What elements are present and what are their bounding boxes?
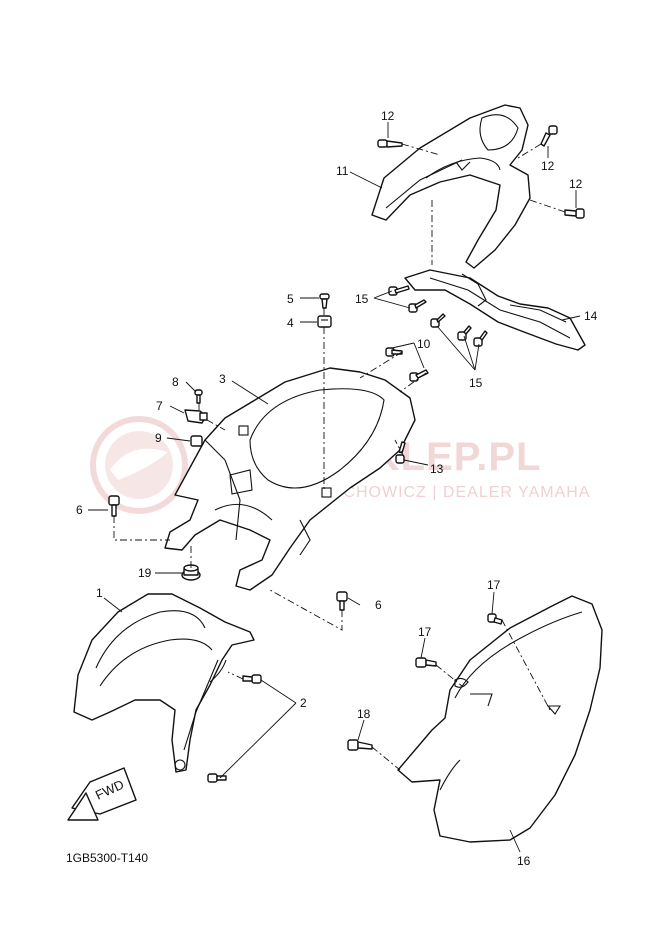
callout-6-left: 6 [76,503,83,517]
bolt-12-left [377,139,403,148]
callout-labels: 12 12 12 11 15 15 14 5 4 10 3 8 7 9 13 6… [76,109,598,868]
bolt-12-right-top [540,125,558,147]
callout-5: 5 [287,292,294,306]
part-14-bracket [404,269,586,351]
part-18-bolt [347,739,373,751]
callout-18: 18 [357,707,371,721]
callout-17-top: 17 [487,578,501,592]
part-1-front-fender [73,593,255,773]
callout-11: 11 [336,164,349,178]
assembly-lines [113,143,566,771]
diagram-code: 1GB5300-T140 [66,851,148,865]
callout-12-right-top: 12 [541,159,555,173]
part-2-screws [207,674,262,783]
callout-15-bottom: 15 [469,376,483,390]
callout-9: 9 [155,431,162,445]
callout-8: 8 [172,375,179,389]
watermark-logo [90,416,188,514]
callout-14: 14 [584,309,598,323]
part-11-tail-cover [371,104,531,269]
part-4-nut [317,315,332,328]
leader-lines [88,122,581,853]
callout-4: 4 [287,316,294,330]
part-7-clamp [184,409,208,424]
callout-15-left: 15 [355,292,369,306]
callout-17-mid: 17 [418,625,432,639]
callout-10: 10 [417,337,431,351]
watermark-subtitle: OCHOWICZ | DEALER YAMAHA [330,484,590,501]
part-8-screw [194,389,203,404]
callout-6-right: 6 [375,598,382,612]
fwd-arrow: FWD [67,767,137,821]
callout-2: 2 [300,696,307,710]
callout-13: 13 [430,462,444,476]
bolt-12-right [564,208,585,219]
part-19-grommet [181,564,201,581]
callout-1: 1 [96,586,103,600]
part-3-inner-fender [164,367,416,591]
part-16-rear-hugger [397,595,603,843]
callout-12-right: 12 [569,177,583,191]
part-10-bolts [385,347,429,382]
part-6-bolts [108,495,348,611]
part-15-bolts [388,285,488,347]
callout-19: 19 [138,566,152,580]
part-12-bolts [377,125,585,219]
callout-12-top: 12 [381,109,395,123]
callout-16: 16 [517,854,531,868]
callout-3: 3 [219,372,226,386]
part-5-screw [319,293,330,309]
callout-7: 7 [156,399,163,413]
part-9-nut [190,435,203,447]
part-13-bolt [395,441,406,464]
